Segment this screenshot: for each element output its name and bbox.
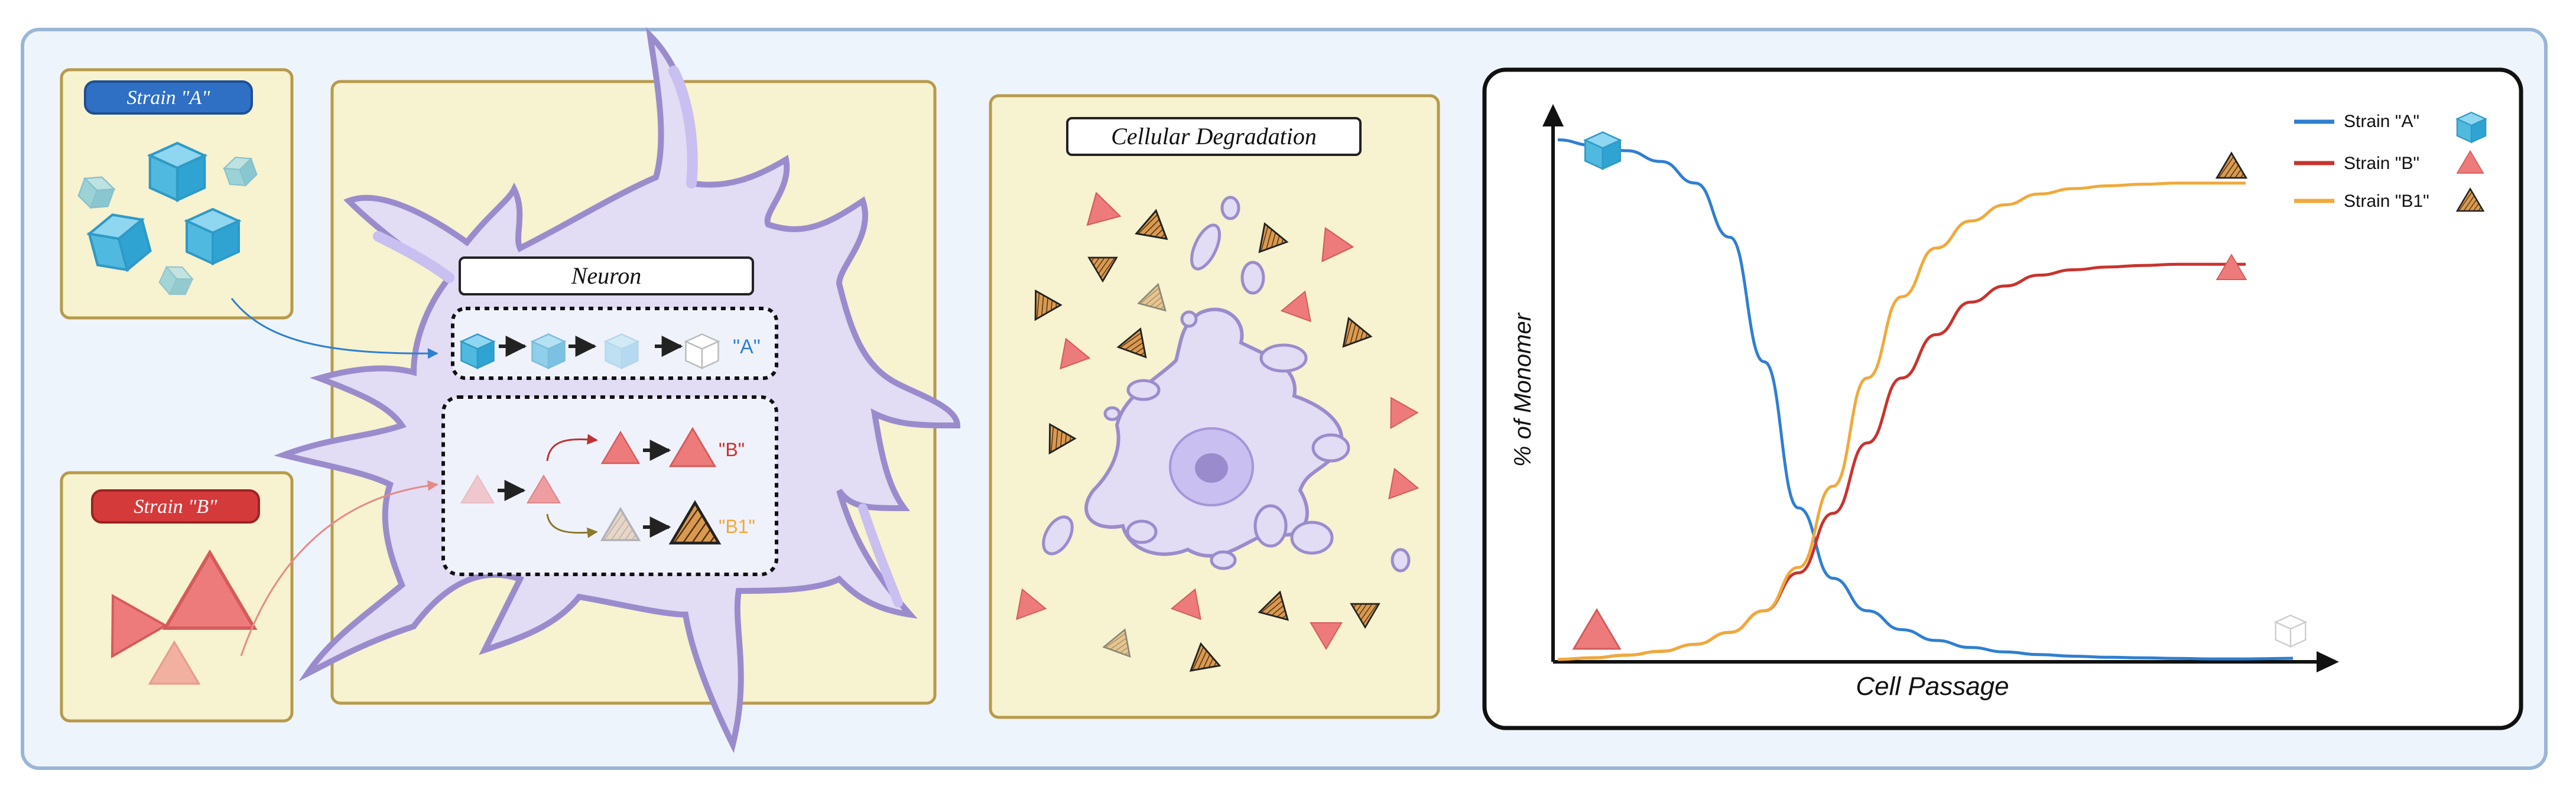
strain-b-label-badge <box>91 489 260 524</box>
x-axis-label: Cell Passage <box>1856 672 2009 701</box>
cube-outline-icon <box>2273 615 2308 648</box>
legend-label-strain-b1: Strain "B1" <box>2344 191 2429 211</box>
cube-icon <box>605 333 639 369</box>
strain-a-connector <box>230 298 438 359</box>
chart-panel: % of Monomer Cell Passage Strain "A" Str… <box>1482 67 2523 730</box>
y-axis-label: % of Monomer <box>1510 312 1536 467</box>
neuron-title: Neuron <box>571 262 642 289</box>
nucleolus <box>1195 453 1228 483</box>
neuron-panel: Neuron "A" "B" "B1" <box>274 27 961 753</box>
cube-icon <box>150 143 204 200</box>
pathway-b-box <box>441 395 778 576</box>
legend-label-strain-b: Strain "B" <box>2344 154 2419 173</box>
series-line-strain-b1 <box>1557 181 2246 661</box>
strain-b-panel: Strain "B" <box>60 471 294 723</box>
cube-icon <box>2456 112 2487 143</box>
strain-a-panel: Strain "A" <box>60 68 294 320</box>
cell-fragments <box>1042 196 1411 573</box>
pathway-a-end-label: "A" <box>733 336 761 358</box>
pathway-b1-end-label: "B1" <box>719 516 755 537</box>
cube-icon <box>531 333 566 369</box>
strain-b-label: Strain "B" <box>134 496 218 518</box>
strain-a-label: Strain "A" <box>127 87 211 109</box>
strain-b-connector <box>240 480 438 656</box>
cube-outline-icon <box>684 333 720 369</box>
cube-icon <box>186 208 240 265</box>
degradation-title: Cellular Degradation <box>1111 123 1317 150</box>
arrow <box>546 514 598 538</box>
legend: Strain "A" Strain "B" Strain "B1" <box>2294 112 2487 212</box>
x-axis-arrow <box>2317 651 2339 672</box>
degradation-title-box <box>1066 117 1362 156</box>
y-axis-arrow <box>1542 104 1564 126</box>
neuron-title-box <box>459 256 754 295</box>
strain-a-label-badge <box>84 80 253 115</box>
pathway-b-end-label: "B" <box>719 439 745 460</box>
arrow <box>546 434 598 462</box>
cube-icon <box>1584 131 1622 170</box>
cube-icon <box>460 333 495 369</box>
degradation-panel: Cellular Degradation <box>989 94 1440 719</box>
legend-label-strain-a: Strain "A" <box>2344 112 2419 131</box>
series-line-strain-a <box>1557 138 2294 661</box>
